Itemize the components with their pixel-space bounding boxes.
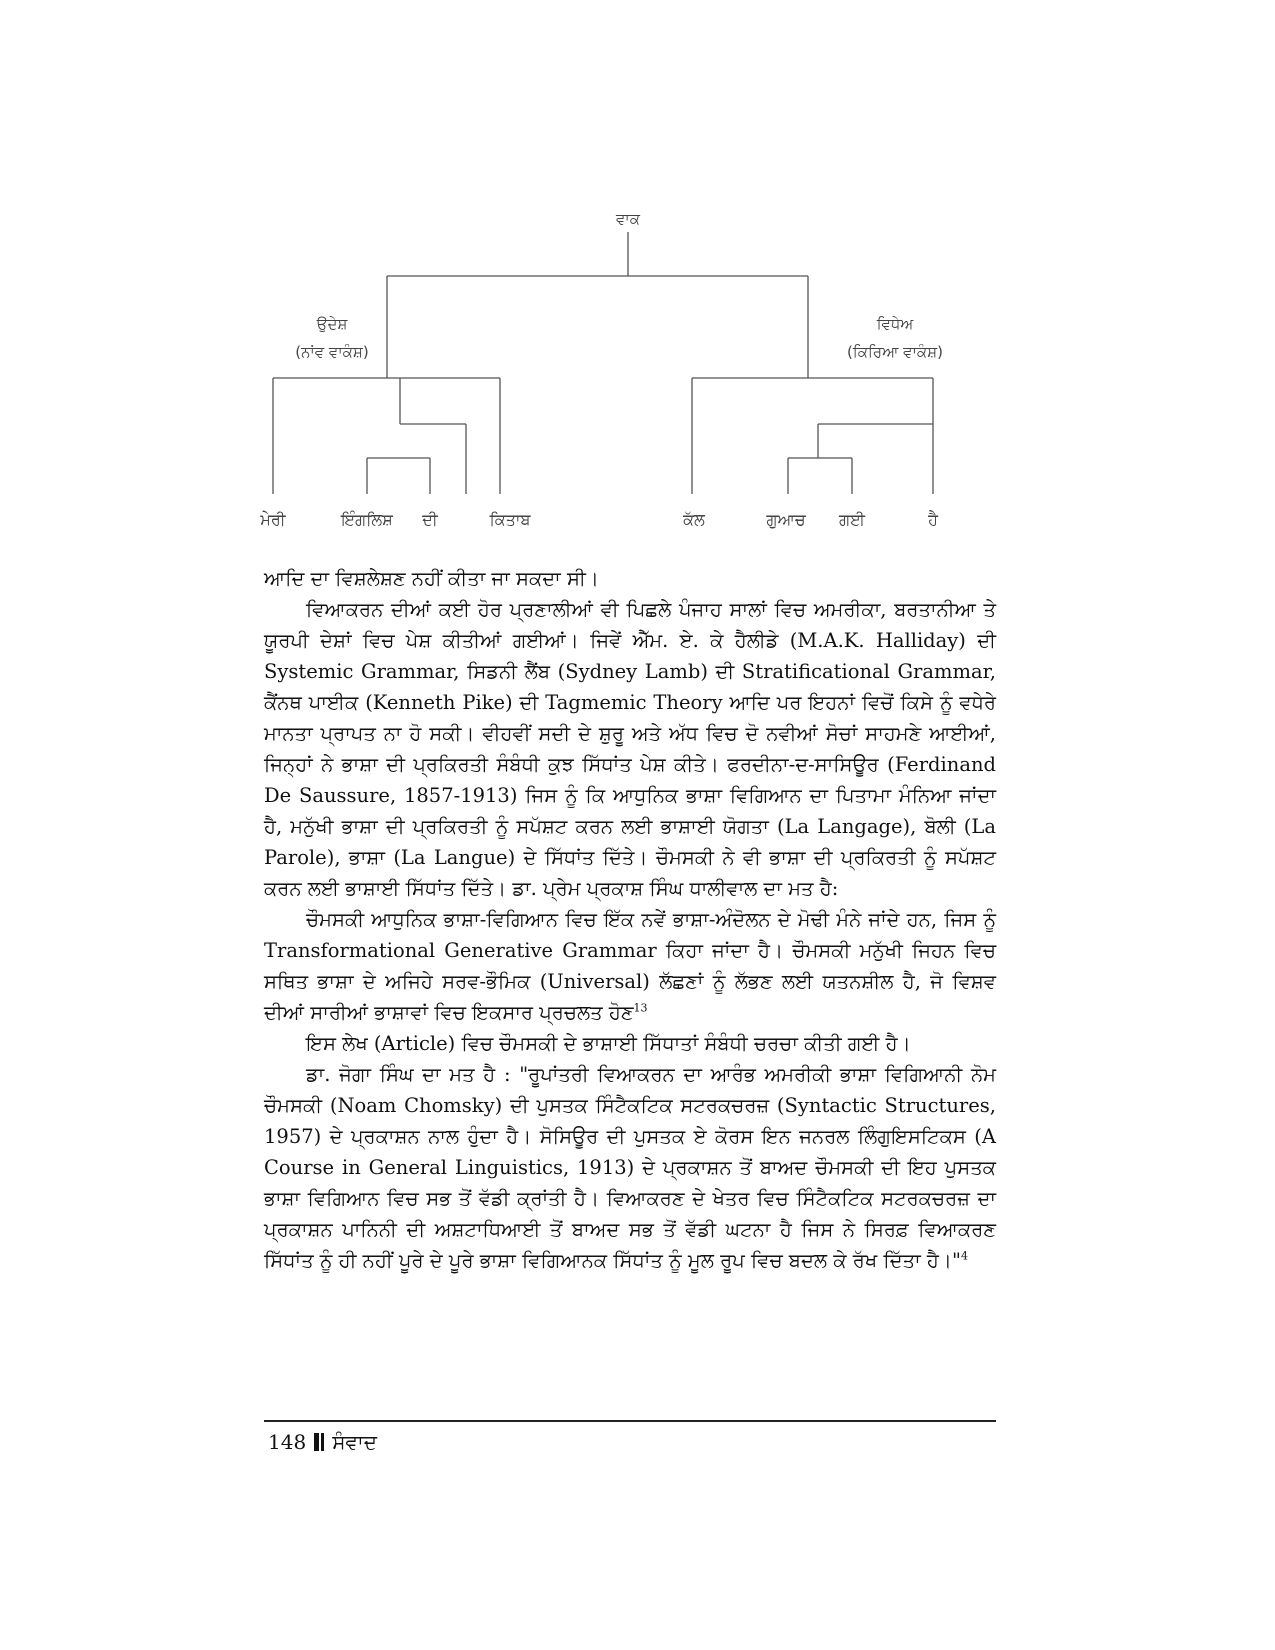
sentence-tree-diagram: ਵਾਕ ਉਦੇਸ਼ (ਨਾਂਵ ਵਾਕੰਸ਼) ਵਿਧੇਅ (ਕਿਰਿਆ ਵਾਕ…	[259, 210, 943, 529]
quote-paragraph: ਡਾ. ਜੋਗਾ ਸਿੰਘ ਦਾ ਮਤ ਹੈ : "ਰੂਪਾਂਤਰੀ ਵਿਆਕਰ…	[264, 1059, 996, 1276]
page-number: 148	[268, 1430, 307, 1454]
paragraph: ਆਦਿ ਦਾ ਵਿਸ਼ਲੇਸ਼ਣ ਨਹੀਂ ਕੀਤਾ ਜਾ ਸਕਦਾ ਸੀ।	[264, 567, 599, 590]
tree-leaf: ਕੱਲ	[682, 510, 706, 529]
quote-text: ਚੌਮਸਕੀ ਆਧੁਨਿਕ ਭਾਸ਼ਾ-ਵਿਗਿਆਨ ਵਿਚ ਇੱਕ ਨਵੇਂ …	[264, 908, 996, 1024]
tree-leaf: ਗਈ	[838, 510, 866, 529]
tree-leaf: ਮੇਰੀ	[259, 510, 286, 529]
tree-leaf: ਇੰਗਲਿਸ਼	[340, 510, 393, 529]
quote-text: ਡਾ. ਜੋਗਾ ਸਿੰਘ ਦਾ ਮਤ ਹੈ : "ਰੂਪਾਂਤਰੀ ਵਿਆਕਰ…	[264, 1063, 997, 1272]
tree-subject-label: ਉਦੇਸ਼	[316, 315, 349, 333]
paragraph: ਇਸ ਲੇਖ (Article) ਵਿਚ ਚੌਮਸਕੀ ਦੇ ਭਾਸ਼ਾਈ ਸਿ…	[306, 1032, 911, 1055]
footnote-marker: 4	[960, 1249, 968, 1263]
tree-leaf: ਕਿਤਾਬ	[489, 510, 532, 529]
tree-subject-sublabel: (ਨਾਂਵ ਵਾਕੰਸ਼)	[295, 343, 368, 361]
journal-name: ਸੰਵਾਦ	[332, 1430, 377, 1454]
tree-root-label: ਵਾਕ	[615, 210, 641, 228]
tree-predicate-label: ਵਿਧੇਅ	[876, 315, 915, 333]
footnote-marker: 13	[633, 1001, 648, 1015]
separator-bars-icon	[314, 1433, 325, 1451]
page-footer: 148 ਸੰਵਾਦ	[268, 1430, 377, 1454]
footer-rule	[264, 1420, 996, 1422]
tree-leaf: ਦੀ	[421, 510, 439, 529]
tree-leaf: ਗੁਆਚ	[765, 510, 807, 529]
paragraph: ਵਿਆਕਰਨ ਦੀਆਂ ਕਈ ਹੋਰ ਪ੍ਰਣਾਲੀਆਂ ਵੀ ਪਿਛਲੇ ਪੰ…	[264, 598, 996, 900]
tree-leaf: ਹੈ	[927, 510, 939, 529]
tree-predicate-sublabel: (ਕਿਰਿਆ ਵਾਕੰਸ਼)	[847, 343, 943, 361]
quote-paragraph: ਚੌਮਸਕੀ ਆਧੁਨਿਕ ਭਾਸ਼ਾ-ਵਿਗਿਆਨ ਵਿਚ ਇੱਕ ਨਵੇਂ …	[264, 904, 996, 1028]
body-text: ਆਦਿ ਦਾ ਵਿਸ਼ਲੇਸ਼ਣ ਨਹੀਂ ਕੀਤਾ ਜਾ ਸਕਦਾ ਸੀ। ਵ…	[264, 563, 996, 1276]
